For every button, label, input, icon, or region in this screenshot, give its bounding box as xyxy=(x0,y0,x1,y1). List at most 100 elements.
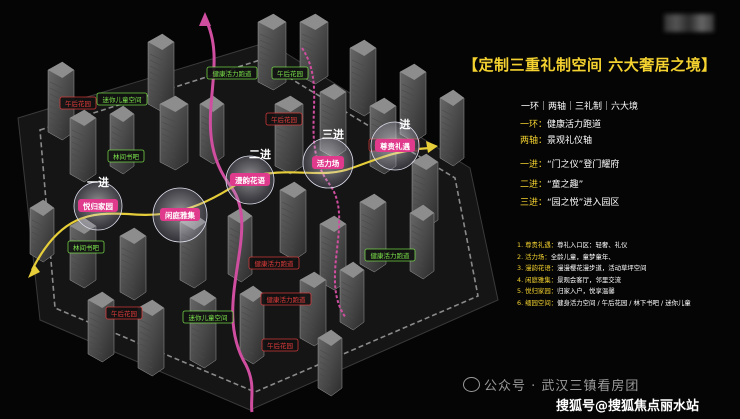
building-floor-line xyxy=(139,331,153,339)
building-floor-line xyxy=(161,133,176,141)
building-floor-line xyxy=(301,33,316,41)
legend-pair-second-gate: 二进：“童之趣” xyxy=(520,177,583,190)
building-floor-line xyxy=(71,153,85,161)
building-floor-line xyxy=(321,127,335,135)
building-roof xyxy=(318,330,342,346)
building-floor-line xyxy=(31,225,44,233)
building-floor-line xyxy=(401,83,415,91)
building-floor-line xyxy=(441,133,454,141)
building-floor-line xyxy=(301,57,316,65)
building-floor-line xyxy=(49,105,63,113)
building-floor-line xyxy=(149,95,163,103)
legend-name: 悦归家园： xyxy=(525,287,558,296)
building-floor-line xyxy=(139,325,153,333)
building-floor-line xyxy=(281,243,295,251)
building-floor-line xyxy=(259,57,274,65)
building-floor-line xyxy=(351,65,365,73)
building-roof xyxy=(280,182,306,198)
watermark-source: 搜狐号@搜狐焦点丽水站 xyxy=(556,399,700,414)
gate-jin-text: 三进 xyxy=(322,127,344,141)
legend-name: 活力场： xyxy=(525,252,551,261)
building-roof xyxy=(412,154,438,170)
building-floor-line xyxy=(301,45,316,53)
legend-item: 6. 缅园空间：健身活力空间 / 午后花园 / 林下书吧 / 迷你儿童 xyxy=(517,298,691,310)
map-label-text: 林间书吧 xyxy=(113,152,140,161)
building-floor-line xyxy=(161,121,176,129)
building-floor-line xyxy=(341,293,354,301)
building-roof xyxy=(160,96,188,112)
legend-item: 3. 漫韵花语：漫漫樱花漫步道，活动草坪空间 xyxy=(517,263,691,275)
legend-pair-third-gate: 三进：“园之悦”进入园区 xyxy=(520,195,619,208)
building-floor-line xyxy=(149,53,163,61)
building-floor-line xyxy=(49,111,63,119)
building-floor-line xyxy=(121,277,135,285)
landscape-axis-west xyxy=(203,17,254,413)
legend-item: 2. 活力场：全龄儿童，童梦童年、 xyxy=(517,252,691,264)
building-roof xyxy=(320,84,346,100)
map-label-text: 健康活力跑道 xyxy=(371,251,411,260)
map-label-text: 午后花园 xyxy=(111,309,137,318)
building-floor-line xyxy=(241,329,254,337)
building-floor-line xyxy=(321,115,335,123)
building-floor-line xyxy=(281,207,295,215)
building-floor-line xyxy=(49,87,63,95)
building-floor-line xyxy=(341,311,354,319)
axis-arrow-north-icon xyxy=(199,12,211,26)
building-floor-line xyxy=(301,309,315,317)
building-floor-line xyxy=(319,349,332,357)
map-label-text: 健康活力跑道 xyxy=(267,295,307,304)
legend-num: 1. xyxy=(517,241,524,249)
building-floor-line xyxy=(401,119,415,127)
building-floor-line xyxy=(161,139,176,147)
numbered-legend: 1. 尊贵礼遇：尊礼入口区：轻奢、礼仪 2. 活力场：全龄儿童，童梦童年、 3.… xyxy=(517,240,691,310)
building-floor-line xyxy=(111,137,124,145)
legend-num: 3. xyxy=(517,264,524,273)
building-roof xyxy=(350,40,376,56)
map-label-box xyxy=(59,96,97,110)
building-floor-line xyxy=(31,219,44,227)
building-floor-line xyxy=(139,319,153,327)
building-floor-line xyxy=(229,227,242,235)
building-floor-line xyxy=(181,245,195,253)
legend-num: 4. xyxy=(517,275,524,284)
building-floor-line xyxy=(89,329,103,337)
building-floor-line xyxy=(301,327,315,335)
legend-desc: 归家入户，悦享温馨 xyxy=(557,287,615,296)
building-floor-line xyxy=(161,115,176,123)
map-label-text: 健康活力跑道 xyxy=(255,259,295,268)
legend-item: 5. 悦归家园：归家入户，悦享温馨 xyxy=(517,286,691,298)
building-floor-line xyxy=(441,109,454,117)
building-floor-line xyxy=(191,351,205,359)
legend-desc: 全龄儿童，童梦童年、 xyxy=(550,252,615,261)
building-floor-line xyxy=(413,197,427,205)
building-floor-line xyxy=(49,123,63,131)
building-roof xyxy=(360,194,386,210)
gate-jin-text: 进 xyxy=(400,117,411,131)
building-floor-line xyxy=(401,107,415,115)
building-floor-line xyxy=(371,117,385,125)
building-floor-line xyxy=(149,77,163,85)
building-roof xyxy=(440,90,464,106)
wechat-icon xyxy=(463,377,480,392)
building-floor-line xyxy=(413,191,427,199)
building-floor-line xyxy=(441,121,454,129)
building-floor-line xyxy=(301,63,316,71)
building-roof xyxy=(190,290,216,306)
building-floor-line xyxy=(181,269,195,277)
legend-name: 缅园空间： xyxy=(525,298,558,307)
building-floor-line xyxy=(89,341,103,349)
building-roof xyxy=(138,300,164,316)
node-label-text: 闲庭雅集 xyxy=(165,210,195,220)
building-floor-line xyxy=(321,271,335,279)
node-label-box xyxy=(160,208,200,221)
building-floor-line xyxy=(351,83,365,91)
building-floor-line xyxy=(301,39,316,47)
building-floor-line xyxy=(321,259,335,267)
building-floor-line xyxy=(276,127,291,135)
building-floor-line xyxy=(89,311,103,319)
building-floor-line xyxy=(139,349,153,357)
map-label-box xyxy=(96,92,148,106)
building-roof xyxy=(148,34,174,50)
